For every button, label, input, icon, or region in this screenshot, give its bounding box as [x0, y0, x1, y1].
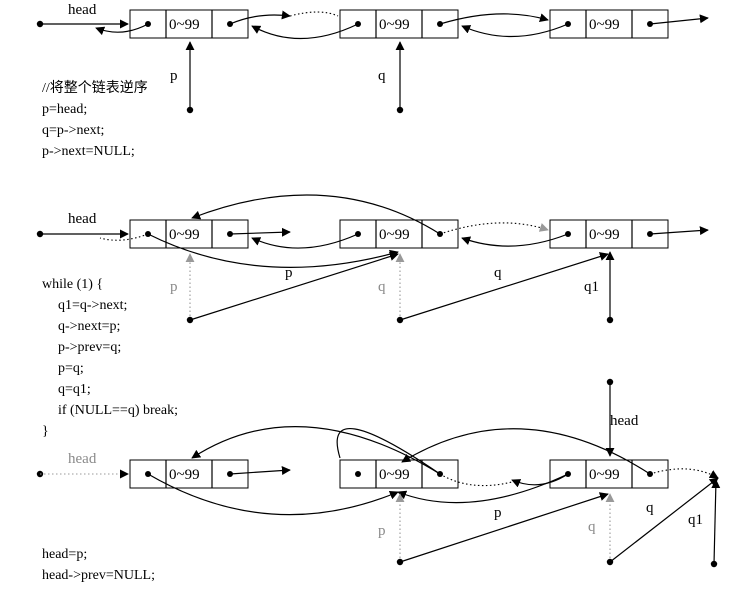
stage1: head 0~99 0~99 0~99	[36, 2, 709, 159]
node-value: 0~99	[379, 17, 410, 33]
code-line: p=q;	[58, 361, 84, 376]
b-next-to-a	[251, 233, 359, 249]
c-next-over-arc	[401, 428, 651, 475]
p-old-label: p	[378, 523, 386, 539]
code-line: head=p;	[42, 547, 87, 562]
p-label: p	[494, 505, 502, 521]
code-line: }	[42, 424, 49, 439]
p-old-label: p	[170, 279, 178, 295]
q-old-label: q	[378, 279, 386, 295]
a-prev-link	[95, 23, 149, 36]
head-label: head	[68, 211, 97, 227]
stage3: head head 0~99 0~99 0~99	[36, 378, 721, 583]
b-next-to-a	[336, 428, 441, 475]
head-label: head	[68, 2, 97, 18]
q-new-label: q	[646, 500, 654, 516]
code-line: while (1) {	[42, 277, 103, 292]
q-old-label: q	[588, 519, 596, 535]
q1-label: q1	[688, 512, 703, 528]
code-line: head->prev=NULL;	[42, 568, 155, 583]
code-line: //将整个链表逆序	[42, 80, 148, 96]
node-b: 0~99	[339, 459, 459, 489]
p-new-pointer	[189, 252, 399, 321]
node-value: 0~99	[169, 227, 200, 243]
a-prev-to-b	[147, 233, 399, 268]
q-new-pointer	[609, 477, 719, 563]
code-line: q1=q->next;	[58, 298, 127, 313]
q-new-label: q	[494, 265, 502, 281]
p-label: p	[170, 68, 178, 84]
node-value: 0~99	[379, 467, 410, 483]
node-value: 0~99	[169, 17, 200, 33]
code-line: q=q1;	[58, 382, 91, 397]
code-line: q=p->next;	[42, 123, 104, 138]
c-prev-to-b	[397, 473, 569, 504]
head-new-label: head	[610, 413, 639, 429]
code-line: p->prev=q;	[58, 340, 121, 355]
a-prev-to-b	[147, 473, 399, 516]
stage2: head 0~99 0~99 0~99	[36, 194, 709, 439]
a-next-link	[229, 466, 291, 476]
c-next-link	[649, 14, 709, 25]
node-a: 0~99	[129, 9, 249, 39]
node-value: 0~99	[589, 227, 620, 243]
c-old-next-removed	[649, 468, 719, 479]
code-line: q->next=p;	[58, 319, 120, 334]
p-new-label: p	[285, 265, 293, 281]
b-next-link	[439, 13, 549, 25]
head-old-label: head	[68, 451, 97, 467]
b-prev-link	[251, 23, 359, 40]
b-next-over-arc	[191, 194, 441, 235]
node-b: 0~99	[339, 219, 459, 249]
q-label: q	[378, 68, 386, 84]
node-c: 0~99	[549, 219, 669, 249]
node-value: 0~99	[589, 17, 620, 33]
b-old-next-removed	[439, 222, 549, 235]
node-a: 0~99	[129, 219, 249, 249]
q1-label: q1	[584, 279, 599, 295]
q-new-pointer	[399, 252, 609, 321]
c-next-link	[649, 226, 709, 236]
c-prev-link	[461, 23, 569, 38]
q1-pointer	[711, 479, 721, 565]
a-next-link	[229, 10, 291, 25]
p-new-pointer	[399, 492, 609, 563]
a-next-removed	[289, 11, 339, 17]
a-next-link	[229, 227, 291, 237]
code-line: if (NULL==q) break;	[58, 403, 178, 418]
node-value: 0~99	[169, 467, 200, 483]
code-line: p->next=NULL;	[42, 144, 135, 159]
node-value: 0~99	[379, 227, 410, 243]
node-c: 0~99	[549, 9, 669, 39]
a-prev-removed	[99, 233, 149, 241]
code-line: p=head;	[42, 102, 87, 117]
c-prev-link	[461, 233, 569, 247]
node-value: 0~99	[589, 467, 620, 483]
node-a: 0~99	[129, 459, 249, 489]
node-b: 0~99	[339, 9, 459, 39]
